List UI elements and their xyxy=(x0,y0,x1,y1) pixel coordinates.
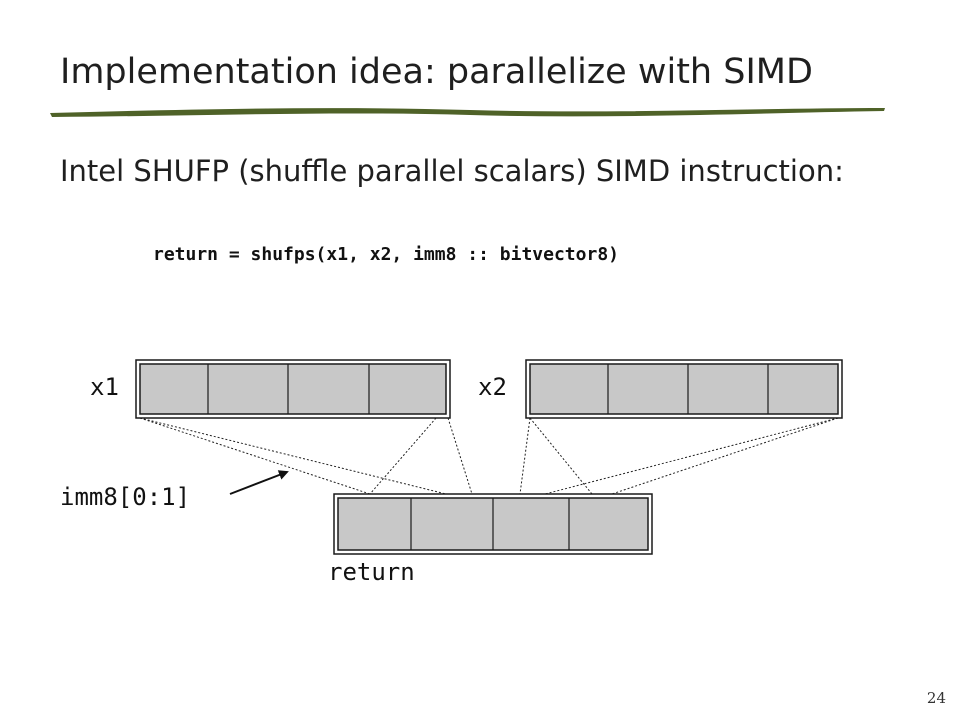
x1-label: x1 xyxy=(90,373,119,401)
shufps-signature: return = shufps(x1, x2, imm8 :: bitvecto… xyxy=(153,244,619,265)
x1-lane3-to-return0 xyxy=(369,417,437,495)
imm8-arrow xyxy=(229,470,289,495)
register-x2 xyxy=(525,359,843,419)
x2-lane0-to-return2 xyxy=(519,417,531,495)
x1-lane0-to-return0 xyxy=(139,417,371,495)
x2-lane3-to-return2 xyxy=(544,417,839,495)
shuffle-lines xyxy=(139,417,839,495)
x2-lane3-to-return3 xyxy=(611,417,839,495)
register-return xyxy=(333,493,653,555)
return-label: return xyxy=(328,558,415,586)
title-underline xyxy=(50,108,885,117)
x1-lane3-to-return1 xyxy=(447,417,473,495)
page-number: 24 xyxy=(926,689,946,707)
x1-lane0-to-return1 xyxy=(139,417,447,495)
instruction-description: Intel SHUFP (shuffle parallel scalars) S… xyxy=(60,154,844,188)
x2-label: x2 xyxy=(478,373,507,401)
imm8-label: imm8[0:1] xyxy=(60,483,191,511)
x2-lane0-to-return3 xyxy=(529,417,593,495)
register-x1 xyxy=(135,359,451,419)
slide-title: Implementation idea: parallelize with SI… xyxy=(60,52,813,92)
